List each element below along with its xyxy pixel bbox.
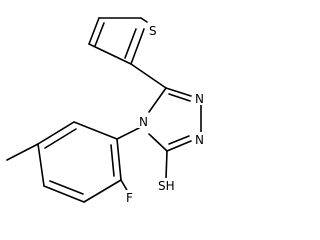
bond-triazole-3 [166,140,192,152]
bond-phenyl-4-inner [49,180,84,195]
atom-labels: S N N N F SH [125,23,205,205]
bond-phenyl-5 [83,179,122,203]
atom-label-fluorine: F [126,191,133,205]
chemical-structure: S N N N F SH [6,17,205,205]
bond-thiophene-5 [140,17,148,23]
bond-triazole-1-inner [168,93,191,102]
bond-thiophene-triazole [130,63,167,89]
bond-phenyl-6-inner [110,144,115,177]
bond-thiophene-2 [88,17,100,45]
bond-thiol [165,150,168,180]
bond-phenyl-3 [37,143,45,187]
bond-thiophene-3 [88,43,132,65]
bond-triazole-4 [148,133,168,152]
atom-label-s-thiophene: S [149,24,157,38]
bond-triazole-5 [148,87,167,113]
bond-triazole-1 [165,87,192,97]
thiophene-ring [88,17,148,65]
bond-phenyl-1 [73,121,118,140]
triazole-ring [148,87,202,152]
bond-phenyl-6 [116,138,122,181]
bond-phenyl-2 [37,121,75,145]
bond-phenyl-2-inner [44,128,77,149]
atom-label-n-upper: N [195,92,204,106]
bond-thiophene-2-inner [94,22,105,47]
bond-n-phenyl [116,127,140,140]
bond-thiophene-4-inner [124,28,137,59]
bond-thiophene-4 [130,28,145,65]
bond-methyl [6,143,39,161]
atom-label-n-lower: N [195,133,204,147]
bond-triazole-3-inner [168,135,190,145]
atom-label-thiol: SH [158,179,175,193]
bond-phenyl-4 [43,185,85,203]
atom-label-n-aryl: N [139,115,148,129]
phenyl-ring [37,121,140,203]
